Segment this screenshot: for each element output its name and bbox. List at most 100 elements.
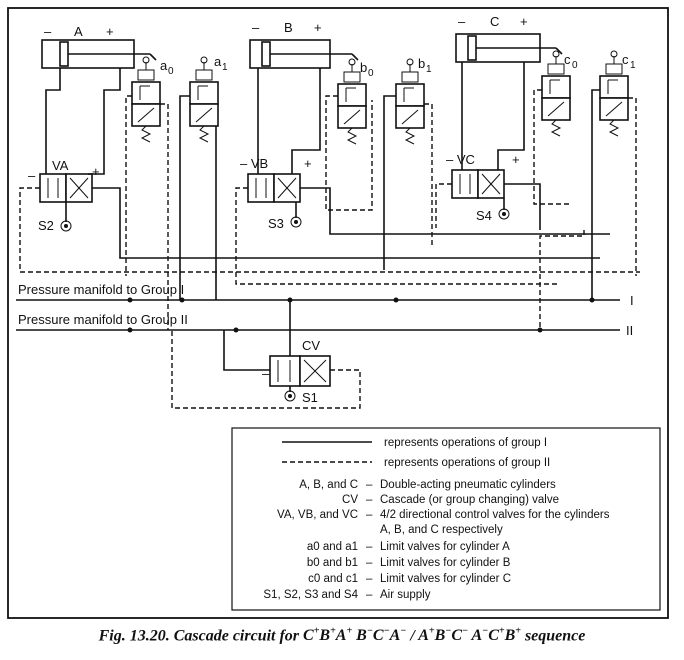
cylinder-c: – C + bbox=[455, 14, 563, 63]
limit-a1-letter: a bbox=[214, 54, 222, 69]
limit-valve-a0: a 0 bbox=[131, 56, 174, 143]
valve-va: – VA + S2 bbox=[28, 158, 100, 233]
cascade-valve: CV – S1 bbox=[171, 300, 361, 409]
vc-supply-s4: S4 bbox=[476, 208, 492, 223]
caption-seq1-step-4-sign: − bbox=[383, 626, 390, 637]
cv-supply-s1: S1 bbox=[302, 390, 318, 405]
cylinder-a-label: A bbox=[74, 24, 83, 39]
limit-b1-sub: 1 bbox=[426, 64, 432, 75]
legend-term-7: S1, S2, S3 and S4 bbox=[263, 589, 358, 601]
cylinder-c-minus: – bbox=[458, 14, 466, 29]
caption-seq1-step-3-sign: − bbox=[366, 626, 373, 637]
caption-seq1-step-2: A bbox=[335, 627, 347, 645]
limit-a0-letter: a bbox=[160, 58, 168, 73]
caption-seq1-step-1: B bbox=[319, 627, 331, 645]
line-i-label: I bbox=[630, 293, 634, 308]
va-supply-s2: S2 bbox=[38, 218, 54, 233]
cylinder-b-minus: – bbox=[252, 20, 260, 35]
caption-seq2-step-4-sign: + bbox=[498, 626, 505, 637]
cylinder-b-plus: + bbox=[314, 20, 322, 35]
cylinder-c-label: C bbox=[490, 14, 499, 29]
caption-seq2-step-1: B bbox=[434, 627, 446, 645]
legend-desc-6: Limit valves for cylinder C bbox=[380, 573, 511, 585]
caption-seq2-step-0-sign: + bbox=[428, 626, 435, 637]
caption-seq2-step-3: A bbox=[468, 627, 483, 645]
legend-dash-6: – bbox=[366, 573, 373, 585]
cylinder-b-label: B bbox=[284, 20, 293, 35]
manifold-group1-label: Pressure manifold to Group I bbox=[18, 282, 184, 297]
caption-seq2-step-5-sign: + bbox=[515, 626, 521, 637]
legend-desc-4: Limit valves for cylinder A bbox=[380, 541, 510, 553]
caption-suffix: sequence bbox=[520, 627, 586, 645]
legend-desc-7: Air supply bbox=[380, 589, 431, 601]
caption-sequence-1: C+B+A+ B−C−A− bbox=[303, 626, 407, 645]
va-plus: + bbox=[92, 164, 100, 179]
manifold-group2-label: Pressure manifold to Group II bbox=[18, 312, 188, 327]
legend-term-5: b0 and b1 bbox=[307, 557, 358, 569]
legend-group1: represents operations of group I bbox=[384, 437, 547, 449]
caption-seq2-step-2: C bbox=[451, 627, 462, 645]
caption-seq1-step-2-sign: + bbox=[346, 626, 353, 637]
limit-b0-sub: 0 bbox=[368, 68, 374, 79]
legend-dash-0: – bbox=[366, 479, 373, 491]
cv-label: CV bbox=[302, 338, 320, 353]
cylinder-b: – B + bbox=[249, 20, 359, 69]
line-ii-label: II bbox=[626, 323, 633, 338]
limit-c0-letter: c bbox=[564, 52, 571, 67]
cylinder-supply-lines bbox=[45, 62, 525, 175]
limit-b0-letter: b bbox=[360, 60, 367, 75]
caption-seq2-step-4: C bbox=[488, 627, 499, 645]
caption-seq1-step-4: C bbox=[372, 627, 384, 645]
vc-plus: + bbox=[512, 152, 520, 167]
caption-seq1-step-0-sign: + bbox=[313, 626, 320, 637]
caption-seq2-step-1-sign: − bbox=[445, 626, 452, 637]
legend-dash-1: – bbox=[366, 494, 373, 506]
vc-label: – VC bbox=[446, 152, 475, 167]
caption-seq1-step-3: B bbox=[352, 627, 367, 645]
limit-c1-sub: 1 bbox=[630, 60, 636, 71]
cv-minus: – bbox=[262, 366, 270, 381]
legend: represents operations of group I represe… bbox=[231, 427, 661, 611]
valve-vc: – VC + S4 bbox=[446, 152, 520, 223]
vb-supply-s3: S3 bbox=[268, 216, 284, 231]
cylinder-a: – A + bbox=[41, 24, 157, 69]
limit-valve-c0: c 0 bbox=[541, 50, 578, 137]
manifolds: Pressure manifold to Group I Pressure ma… bbox=[16, 282, 634, 338]
vb-label: – VB bbox=[240, 156, 268, 171]
limit-valve-c1: c 1 bbox=[599, 50, 636, 137]
caption-slash: / bbox=[406, 627, 419, 645]
va-label: VA bbox=[52, 158, 69, 173]
legend-term-1: CV bbox=[342, 494, 358, 506]
caption-sequence-2: A+B−C− A−C+B+ bbox=[418, 626, 521, 645]
legend-desc-3: A, B, and C respectively bbox=[380, 524, 503, 536]
legend-term-0: A, B, and C bbox=[299, 479, 358, 491]
limit-a0-sub: 0 bbox=[168, 66, 174, 77]
limit-valve-b1: b 1 bbox=[395, 56, 432, 145]
legend-dash-4: – bbox=[366, 541, 373, 553]
caption-prefix: Fig. 13.20. Cascade circuit for bbox=[98, 627, 304, 645]
group2-lines bbox=[19, 89, 640, 330]
caption-seq1-step-5: A bbox=[389, 627, 401, 645]
cylinder-a-plus: + bbox=[106, 24, 114, 39]
caption-seq2-step-2-sign: − bbox=[462, 626, 469, 637]
legend-dash-7: – bbox=[366, 589, 373, 601]
limit-valve-a1: a 1 bbox=[189, 54, 228, 143]
cylinder-c-plus: + bbox=[520, 14, 528, 29]
limit-c0-sub: 0 bbox=[572, 60, 578, 71]
legend-term-2: VA, VB, and VC bbox=[277, 509, 358, 521]
caption-seq1-step-0: C bbox=[303, 627, 314, 645]
legend-desc-0: Double-acting pneumatic cylinders bbox=[380, 479, 556, 491]
legend-desc-1: Cascade (or group changing) valve bbox=[380, 494, 559, 506]
caption-seq2-step-0: A bbox=[418, 627, 429, 645]
legend-group2: represents operations of group II bbox=[384, 457, 550, 469]
va-minus: – bbox=[28, 168, 36, 183]
limit-c1-letter: c bbox=[622, 52, 629, 67]
caption-seq1-step-5-sign: − bbox=[400, 626, 407, 637]
group1-lines bbox=[92, 89, 610, 300]
limit-a1-sub: 1 bbox=[222, 62, 228, 73]
caption-seq2-step-3-sign: − bbox=[482, 626, 489, 637]
legend-desc-5: Limit valves for cylinder B bbox=[380, 557, 511, 569]
limit-valve-b0: b 0 bbox=[337, 58, 374, 145]
caption-seq2-step-5: B bbox=[504, 627, 516, 645]
limit-b1-letter: b bbox=[418, 56, 425, 71]
